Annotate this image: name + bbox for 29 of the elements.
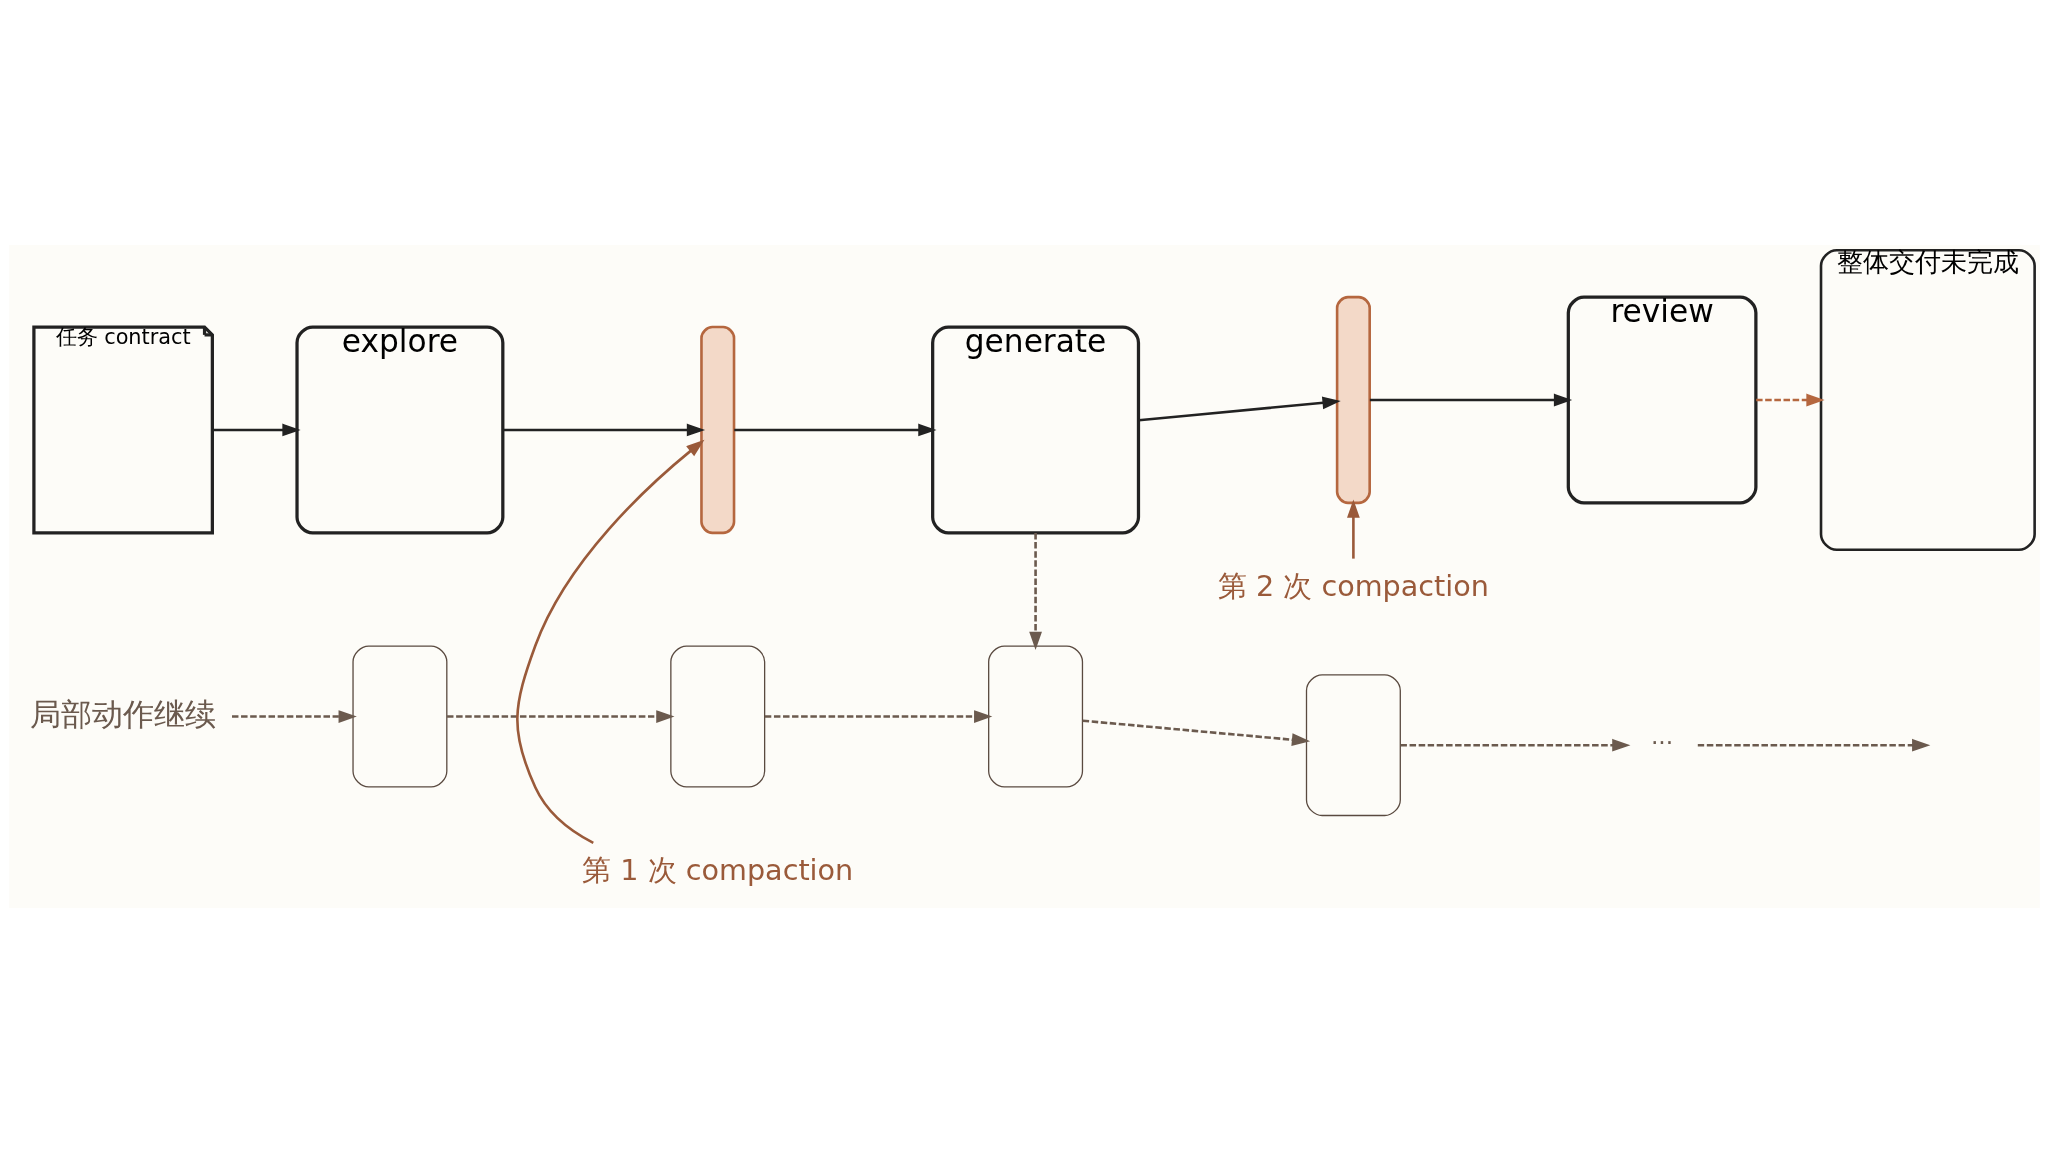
arrow <box>1755 393 1825 406</box>
arrow <box>446 709 674 723</box>
arrow <box>1400 738 1630 752</box>
arrow <box>1082 718 1310 746</box>
node-box <box>1305 673 1401 816</box>
node-box: 整体交付未完成 <box>1819 248 2036 551</box>
node-box <box>669 645 765 787</box>
node-box: generate <box>930 324 1140 534</box>
node-box: review <box>1566 294 1757 505</box>
node-box <box>987 645 1083 787</box>
arrow <box>515 439 704 844</box>
arrow <box>764 709 992 723</box>
node-text: 第 2 次 compaction <box>1217 568 1489 603</box>
node-box: explore <box>294 324 504 534</box>
arrow <box>1138 395 1341 422</box>
node-box <box>351 645 447 787</box>
arrow <box>1346 499 1360 559</box>
arrow <box>733 423 937 436</box>
arrow <box>1369 393 1572 406</box>
arrow <box>1697 738 1930 752</box>
node-text: 第 1 次 compaction <box>581 852 853 887</box>
node-bar <box>1335 295 1371 504</box>
node-text: 局部动作继续 <box>29 695 216 732</box>
arrow <box>231 709 357 723</box>
arrow <box>502 423 705 436</box>
arrow <box>212 423 301 436</box>
arrow <box>1028 532 1042 650</box>
node-bar <box>699 325 735 534</box>
node-text: ··· <box>1650 728 1673 757</box>
